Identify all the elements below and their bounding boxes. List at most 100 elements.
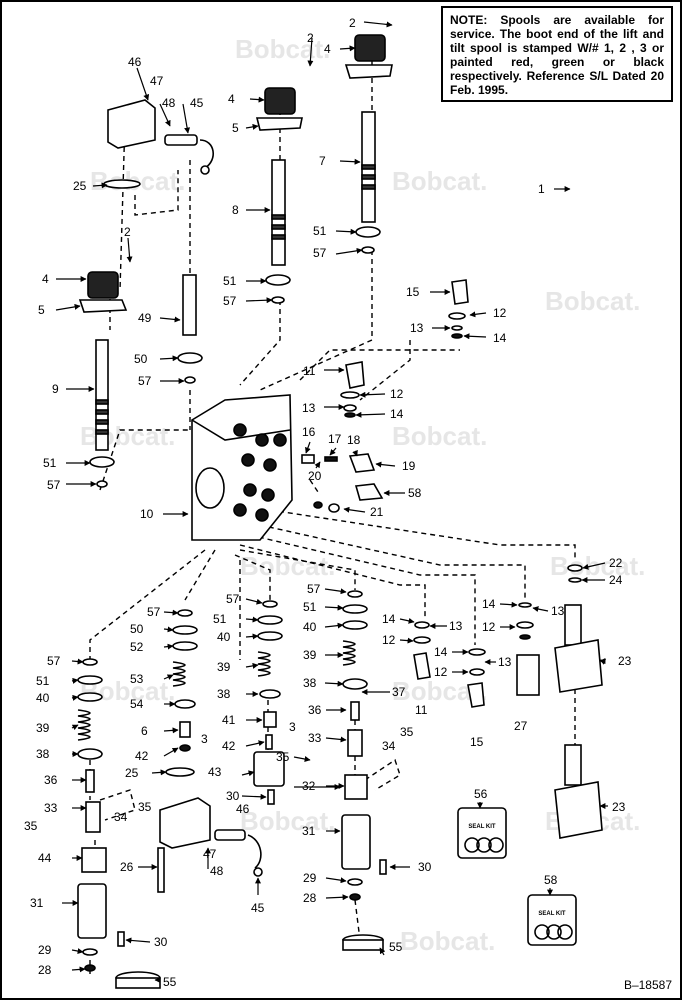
callout-36: 36: [308, 703, 322, 717]
callout-6: 6: [141, 724, 148, 738]
callout-57: 57: [147, 605, 161, 619]
service-note: NOTE: Spools are available for service. …: [441, 6, 673, 102]
callout-4: 4: [42, 272, 49, 286]
callout-4: 4: [228, 92, 235, 106]
callout-13: 13: [410, 321, 424, 335]
callout-21: 21: [370, 505, 384, 519]
callout-7: 7: [319, 154, 326, 168]
watermark-text: Bobcat.: [392, 421, 487, 451]
callout-11: 11: [415, 703, 428, 717]
callout-33: 33: [308, 731, 322, 745]
note-label: NOTE:: [450, 13, 488, 27]
callout-16: 16: [302, 425, 316, 439]
callout-56: 56: [474, 787, 488, 801]
callout-30: 30: [418, 860, 432, 874]
callout-38: 38: [36, 747, 50, 761]
callout-34: 34: [114, 810, 128, 824]
callout-12: 12: [482, 620, 496, 634]
callout-30: 30: [226, 789, 240, 803]
callout-35: 35: [138, 800, 152, 814]
callout-14: 14: [390, 407, 404, 421]
callout-11: 11: [303, 364, 316, 378]
callout-58: 58: [544, 873, 558, 887]
callout-19: 19: [402, 459, 416, 473]
callout-1: 1: [538, 182, 545, 196]
callout-45: 45: [251, 901, 265, 915]
callout-28: 28: [38, 963, 52, 977]
callout-18: 18: [347, 433, 361, 447]
watermark-text: Bobcat.: [240, 551, 335, 581]
callout-57: 57: [138, 374, 152, 388]
callout-40: 40: [303, 620, 317, 634]
callout-35: 35: [24, 819, 38, 833]
callout-3: 3: [289, 720, 296, 734]
callout-12: 12: [390, 387, 404, 401]
callout-54: 54: [130, 697, 144, 711]
callout-46: 46: [236, 802, 250, 816]
watermark-text: Bobcat.: [235, 34, 330, 64]
callout-40: 40: [36, 691, 50, 705]
callout-20: 20: [308, 469, 322, 483]
seal-kit-label: SEAL KIT: [538, 911, 566, 917]
callout-45: 45: [190, 96, 204, 110]
callout-31: 31: [30, 896, 44, 910]
callout-9: 9: [52, 382, 59, 396]
callout-14: 14: [482, 597, 496, 611]
callout-29: 29: [303, 871, 317, 885]
callout-51: 51: [213, 612, 227, 626]
callout-30: 30: [154, 935, 168, 949]
callout-5: 5: [38, 303, 45, 317]
callout-57: 57: [223, 294, 237, 308]
callout-55: 55: [389, 940, 403, 954]
callout-36: 36: [44, 773, 58, 787]
callout-57: 57: [307, 582, 321, 596]
callout-23: 23: [618, 654, 632, 668]
callout-50: 50: [130, 622, 144, 636]
callout-57: 57: [47, 654, 61, 668]
callout-27: 27: [514, 719, 528, 733]
callout-44: 44: [38, 851, 52, 865]
callout-28: 28: [303, 891, 317, 905]
document-id: B–18587: [623, 978, 672, 992]
callout-41: 41: [222, 713, 236, 727]
callout-48: 48: [210, 864, 224, 878]
callout-49: 49: [138, 311, 152, 325]
watermark-text: Bobcat.: [545, 286, 640, 316]
callout-14: 14: [434, 645, 448, 659]
callout-48: 48: [162, 96, 176, 110]
callout-38: 38: [217, 687, 231, 701]
callout-39: 39: [217, 660, 231, 674]
callout-51: 51: [313, 224, 327, 238]
callout-33: 33: [44, 801, 58, 815]
callout-29: 29: [38, 943, 52, 957]
callout-51: 51: [36, 674, 50, 688]
callout-10: 10: [140, 507, 154, 521]
callout-42: 42: [222, 739, 236, 753]
callout-34: 34: [382, 739, 396, 753]
callout-35: 35: [400, 725, 414, 739]
callout-39: 39: [303, 648, 317, 662]
callout-50: 50: [134, 352, 148, 366]
callout-25: 25: [73, 179, 87, 193]
callout-2: 2: [349, 16, 356, 30]
callout-39: 39: [36, 721, 50, 735]
callout-53: 53: [130, 672, 144, 686]
callout-2: 2: [307, 31, 314, 45]
callout-40: 40: [217, 630, 231, 644]
callout-14: 14: [382, 612, 396, 626]
callout-13: 13: [551, 604, 565, 618]
watermark-text: Bobcat.: [400, 926, 495, 956]
note-text: Spools are available for service. The bo…: [450, 13, 664, 97]
callout-31: 31: [302, 824, 316, 838]
callout-13: 13: [449, 619, 463, 633]
callout-52: 52: [130, 640, 144, 654]
callout-47: 47: [150, 74, 164, 88]
callout-24: 24: [609, 573, 623, 587]
watermark-text: Bobcat.: [80, 421, 175, 451]
callout-51: 51: [43, 456, 57, 470]
callout-25: 25: [125, 766, 139, 780]
callout-38: 38: [303, 676, 317, 690]
callout-8: 8: [232, 203, 239, 217]
callout-26: 26: [120, 860, 134, 874]
